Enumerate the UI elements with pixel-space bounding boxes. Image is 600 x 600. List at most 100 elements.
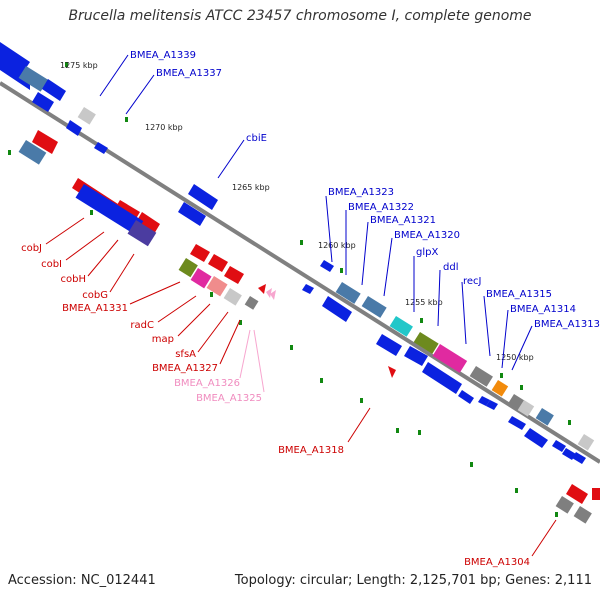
reverse-labels: cobJ cobI cobH cobG BMEA_A1331 radC map … [21, 243, 530, 568]
gene-arrow [572, 452, 586, 464]
genome-title: Brucella melitensis ATCC 23457 chromosom… [68, 8, 532, 24]
gene-arrow [322, 296, 352, 322]
gene-arrow [422, 362, 462, 394]
gene-arrow [94, 142, 108, 154]
gene-block [223, 287, 242, 306]
forward-labels: BMEA_A1339 BMEA_A1337 cbiE BMEA_A1323 BM… [130, 50, 600, 330]
scale-label: 1250 kbp [496, 353, 534, 362]
scale-labels: 1275 kbp 1270 kbp 1265 kbp 1260 kbp 1255… [60, 61, 534, 362]
gene-block [18, 140, 47, 165]
gene-label: BMEA_A1318 [278, 445, 344, 456]
gene-arrow [136, 212, 160, 234]
gene-arrow [388, 366, 396, 378]
gene-block [592, 488, 600, 500]
gene-arrow [178, 202, 206, 226]
gene-block [206, 276, 228, 297]
gene-arrow [42, 79, 66, 101]
gene-arrow [508, 416, 526, 430]
gene-arrow [552, 440, 566, 452]
gene-label: sfsA [175, 349, 196, 360]
forward-genes [0, 42, 595, 464]
gene-block [361, 296, 387, 318]
gene-arrow [224, 266, 244, 284]
gene-arrow [566, 484, 588, 504]
gene-arrow [404, 346, 428, 366]
gene-arrow [0, 42, 30, 74]
gene-arrow [32, 130, 58, 154]
gene-block [413, 332, 439, 354]
gene-block [75, 183, 144, 235]
gene-label: BMEA_A1325 [196, 393, 262, 404]
gene-block [555, 496, 574, 514]
gene-block [127, 220, 157, 247]
gene-block [244, 296, 259, 310]
gene-block [577, 433, 595, 451]
gene-arrow [458, 390, 474, 404]
gene-arrow [270, 290, 276, 300]
gene-arrow [376, 334, 402, 356]
gene-label: radC [130, 320, 154, 331]
accession-label: Accession: NC_012441 [8, 573, 156, 588]
gene-label: cobI [41, 259, 62, 270]
gene-block [389, 315, 413, 337]
gene-arrow [478, 396, 490, 406]
gene-block [178, 258, 198, 278]
gene-arrow [524, 428, 548, 448]
gene-label: ddl [443, 262, 458, 273]
gene-arrow [188, 184, 218, 210]
gene-label: recJ [463, 276, 482, 287]
gene-arrow [258, 284, 266, 294]
reverse-genes [18, 130, 600, 524]
genome-stats: Topology: circular; Length: 2,125,701 bp… [234, 573, 592, 588]
label-leaders-forward [99, 54, 533, 371]
gene-label: cobG [82, 290, 108, 301]
gene-label: BMEA_A1320 [394, 230, 460, 241]
scale-label: 1275 kbp [60, 61, 98, 70]
gene-block [573, 505, 592, 524]
gene-label: BMEA_A1322 [348, 202, 414, 213]
gene-block [432, 344, 468, 373]
scale-label: 1270 kbp [145, 123, 183, 132]
gene-block [190, 268, 212, 289]
gene-arrow [302, 284, 314, 294]
gene-label: cobH [61, 274, 86, 285]
gene-arrow [190, 244, 210, 262]
gene-arrow [32, 92, 54, 112]
gene-arrow [266, 288, 272, 298]
gene-label: BMEA_A1323 [328, 187, 394, 198]
gene-block [335, 282, 361, 304]
gene-label: BMEA_A1321 [370, 215, 436, 226]
gene-label: BMEA_A1315 [486, 289, 552, 300]
gene-label: BMEA_A1314 [510, 304, 576, 315]
gene-label: cobJ [21, 243, 42, 254]
gene-label: BMEA_A1304 [464, 557, 530, 568]
gene-arrow [66, 120, 82, 136]
gene-label: glpX [416, 247, 438, 258]
gene-label: BMEA_A1337 [156, 68, 222, 79]
gene-block [535, 408, 554, 426]
label-leaders-reverse [45, 217, 557, 557]
gene-arrow [208, 254, 228, 272]
gene-label: BMEA_A1331 [62, 303, 128, 314]
scale-label: 1265 kbp [232, 183, 270, 192]
gene-arrow [562, 448, 576, 460]
gene-block [517, 399, 535, 417]
gene-label: map [152, 334, 174, 345]
gene-label: BMEA_A1313 [534, 319, 600, 330]
gene-label: BMEA_A1326 [174, 378, 240, 389]
gene-arrow [486, 400, 498, 410]
gene-label: BMEA_A1327 [152, 363, 218, 374]
scale-label: 1260 kbp [318, 241, 356, 250]
gene-block [18, 66, 49, 92]
gene-arrow [320, 260, 334, 272]
gene-label: BMEA_A1339 [130, 50, 196, 61]
pseudo-labels: BMEA_A1326 BMEA_A1325 [174, 378, 262, 404]
gene-label: cbiE [246, 133, 267, 144]
scale-label: 1255 kbp [405, 298, 443, 307]
gene-block [491, 379, 509, 397]
gene-block [469, 366, 493, 387]
label-leaders-pseudo [239, 329, 265, 393]
gene-block [77, 107, 96, 125]
gene-arrow [0, 58, 30, 90]
